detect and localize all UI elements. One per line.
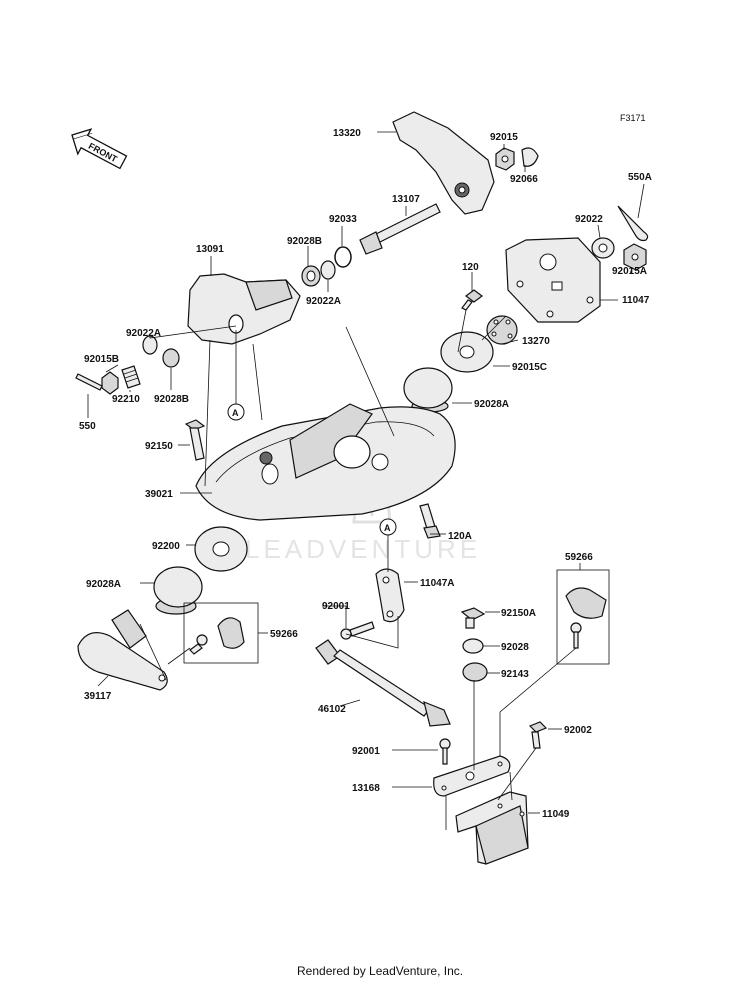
footer-credit: Rendered by LeadVenture, Inc. <box>297 964 463 978</box>
svg-text:A: A <box>384 523 391 533</box>
label-92028A-top[interactable]: 92028A <box>474 399 509 410</box>
watermark-text: LEADVENTURE <box>245 534 481 564</box>
label-92143[interactable]: 92143 <box>501 669 529 680</box>
label-13320[interactable]: 13320 <box>333 128 361 139</box>
label-11049[interactable]: 11049 <box>542 809 570 820</box>
part-92015C-grommet[interactable] <box>440 331 494 373</box>
label-92028[interactable]: 92028 <box>501 642 529 653</box>
part-39021-base[interactable] <box>195 403 456 521</box>
part-11049-bracket[interactable] <box>455 791 529 865</box>
part-11047A-link[interactable] <box>375 568 405 623</box>
part-92028A-bushing[interactable] <box>403 367 453 413</box>
label-92022A-left[interactable]: 92022A <box>126 328 161 339</box>
part-46102-rod[interactable] <box>315 639 451 727</box>
label-11047A[interactable]: 11047A <box>420 578 454 589</box>
label-13168[interactable]: 13168 <box>352 783 380 794</box>
label-92028B-top[interactable]: 92028B <box>287 236 322 247</box>
label-92028A-left[interactable]: 92028A <box>86 579 121 590</box>
kit-box-59266-left <box>183 602 259 664</box>
label-59266-left[interactable]: 59266 <box>270 629 298 640</box>
label-92022[interactable]: 92022 <box>575 214 603 225</box>
part-92015-nut[interactable] <box>495 147 515 171</box>
part-92002-bolt[interactable] <box>528 721 548 749</box>
part-13091-housing[interactable] <box>187 273 301 345</box>
label-92002[interactable]: 92002 <box>564 725 592 736</box>
label-92015C[interactable]: 92015C <box>512 362 547 373</box>
label-550[interactable]: 550 <box>79 421 96 432</box>
part-92210-spring[interactable] <box>121 365 141 389</box>
part-92150-bolt[interactable] <box>184 419 206 461</box>
part-120A-bolt[interactable] <box>419 503 441 539</box>
part-92200-washer[interactable] <box>194 526 248 572</box>
part-92028B-bushing[interactable] <box>301 265 321 287</box>
part-59266-ball-joint-right[interactable] <box>565 587 607 649</box>
label-13091[interactable]: 13091 <box>196 244 224 255</box>
label-13107[interactable]: 13107 <box>392 194 420 205</box>
front-arrow-icon: FRONT <box>71 128 128 170</box>
label-59266-right[interactable]: 59266 <box>565 552 593 563</box>
part-92022-washer[interactable] <box>591 237 615 259</box>
part-92028B-bushing-left[interactable] <box>162 348 180 368</box>
svg-text:A: A <box>232 408 239 418</box>
part-11047-bracket[interactable] <box>505 237 601 323</box>
part-92150A-bolt[interactable] <box>460 607 486 629</box>
part-13320-lever[interactable] <box>392 111 495 215</box>
part-550A-cotter-pin[interactable] <box>617 205 649 242</box>
label-92150A[interactable]: 92150A <box>501 608 536 619</box>
part-39117-arm[interactable] <box>77 609 168 691</box>
part-13270-plate[interactable] <box>486 315 518 345</box>
part-92015B-nut[interactable] <box>101 371 119 395</box>
part-120-bolt[interactable] <box>461 289 483 311</box>
part-92015A-castle-nut[interactable] <box>623 243 647 271</box>
label-120[interactable]: 120 <box>462 262 479 273</box>
part-92143-collar[interactable] <box>462 662 488 682</box>
diagram-id: F3171 <box>620 113 646 123</box>
label-92200[interactable]: 92200 <box>152 541 180 552</box>
label-92210[interactable]: 92210 <box>112 394 140 405</box>
part-92028-bushing[interactable] <box>462 638 484 654</box>
label-46102[interactable]: 46102 <box>318 704 346 715</box>
part-92033-circlip[interactable] <box>334 246 352 268</box>
label-92022A-top[interactable]: 92022A <box>306 296 341 307</box>
part-92001-ball-stud-low[interactable] <box>439 738 451 765</box>
label-92150[interactable]: 92150 <box>145 441 173 452</box>
label-39021[interactable]: 39021 <box>145 489 173 500</box>
label-13270[interactable]: 13270 <box>522 336 550 347</box>
label-92001-mid[interactable]: 92001 <box>322 601 350 612</box>
label-550A[interactable]: 550A <box>628 172 652 183</box>
part-59266-ball-joint-left[interactable] <box>189 617 245 655</box>
part-92066-clip[interactable] <box>521 147 539 167</box>
label-39117[interactable]: 39117 <box>84 691 112 702</box>
label-92015[interactable]: 92015 <box>490 132 518 143</box>
kit-box-59266-right <box>556 569 610 665</box>
part-550-cotter-pin[interactable] <box>75 373 103 391</box>
label-120A[interactable]: 120A <box>448 531 472 542</box>
label-92028B-left[interactable]: 92028B <box>154 394 189 405</box>
label-92066[interactable]: 92066 <box>510 174 538 185</box>
part-92022A-washer[interactable] <box>320 260 336 280</box>
label-92015B[interactable]: 92015B <box>84 354 119 365</box>
part-13107-shaft[interactable] <box>359 203 441 255</box>
label-92033[interactable]: 92033 <box>329 214 357 225</box>
callout-a-top: A <box>227 403 245 421</box>
label-92001-low[interactable]: 92001 <box>352 746 380 757</box>
leader-lines <box>87 131 645 830</box>
label-92015A[interactable]: 92015A <box>612 266 647 277</box>
callout-a-bottom: A <box>379 518 397 536</box>
part-92028A-bushing-left[interactable] <box>153 566 203 615</box>
label-11047[interactable]: 11047 <box>622 295 650 306</box>
part-13168-plate[interactable] <box>433 755 511 797</box>
